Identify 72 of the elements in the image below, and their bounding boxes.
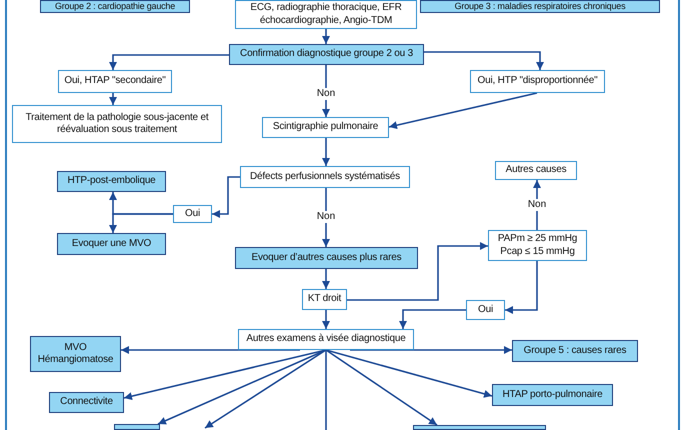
- connector-line: [325, 350, 327, 430]
- box-label: Evoquer d’autres causes plus rares: [252, 252, 402, 264]
- process-box: [229, 44, 424, 65]
- process-box: [235, 0, 417, 29]
- arrow: [533, 180, 541, 230]
- arrow: [322, 29, 330, 44]
- box-label: ECG, radiographie thoracique, EFR échocardiographie, Angio-TDM: [249, 2, 403, 27]
- arrow: [204, 349, 326, 429]
- arrow: [121, 346, 300, 354]
- edge-label: Non: [314, 88, 338, 100]
- process-box: [420, 0, 660, 13]
- box-label: HTAP porto-pulmonaire: [502, 388, 602, 402]
- arrow: [109, 213, 173, 233]
- process-box: [495, 161, 577, 180]
- process-box: [238, 329, 414, 350]
- process-box: [470, 70, 605, 93]
- box-label: Oui: [185, 208, 200, 220]
- box-label: Traitement de la pathologie sous-jacente et réévaluation sous traitement: [24, 112, 210, 136]
- process-box: [240, 166, 410, 188]
- arrow: [424, 51, 544, 70]
- box-label: Evoquer une MVO: [72, 238, 152, 250]
- arrow: [109, 93, 117, 105]
- box-shape: [114, 424, 160, 430]
- box-label: MVO Hémangiomatose: [36, 342, 114, 366]
- box-shape: [413, 425, 546, 430]
- box-label: PAPm ≥ 25 mmHg Pcap ≤ 15 mmHg: [496, 233, 578, 258]
- arrow: [322, 65, 330, 117]
- box-label: KT droit: [308, 293, 342, 306]
- box-label: Connectivite: [60, 396, 113, 409]
- arrow: [322, 310, 330, 329]
- box-label: Défects perfusionnels systématisés: [250, 170, 400, 184]
- box-label: Oui, HTAP "secondaire": [64, 75, 166, 88]
- process-box: [512, 340, 638, 362]
- arrow: [326, 349, 438, 426]
- arrow: [350, 346, 512, 354]
- process-box: [49, 392, 124, 413]
- arrow: [322, 269, 330, 289]
- process-box: [492, 384, 613, 406]
- process-box: [57, 233, 166, 255]
- arrow: [399, 309, 466, 329]
- arrow: [326, 349, 492, 398]
- edge-label: Non: [526, 199, 548, 211]
- arrow: [109, 54, 229, 70]
- process-box: [302, 289, 347, 310]
- process-box: [40, 0, 190, 13]
- box-label: Groupe 5 : causes rares: [524, 344, 626, 358]
- box-label: Confirmation diagnostique groupe 2 ou 3: [240, 48, 413, 61]
- process-box: [58, 70, 172, 93]
- box-label: Autres causes: [506, 164, 566, 177]
- box-label: Autres examens à visée diagnostique: [246, 333, 406, 346]
- process-box: [235, 247, 418, 269]
- box-label: Scintigraphie pulmonaire: [272, 121, 378, 134]
- box-label: Groupe 3 : maladies respiratoires chroniques: [454, 0, 626, 12]
- box-label: HTP-post-embolique: [67, 175, 156, 188]
- process-box: [262, 117, 389, 138]
- box-label: Oui, HTP "disproportionnée": [478, 75, 598, 88]
- process-box: [466, 300, 505, 320]
- process-box: [488, 230, 587, 261]
- arrow: [505, 261, 538, 314]
- arrow: [158, 349, 326, 425]
- arrow: [322, 138, 330, 166]
- arrow: [347, 242, 488, 301]
- arrow: [212, 176, 240, 218]
- edge-label: Non: [314, 211, 338, 223]
- process-box: [12, 105, 222, 143]
- arrow: [388, 92, 538, 130]
- process-box: [30, 336, 121, 372]
- box-label: Oui: [478, 304, 493, 316]
- arrow: [322, 188, 330, 247]
- box-label: Groupe 2 : cardiopathie gauche: [54, 0, 176, 12]
- process-box: [173, 205, 212, 223]
- process-box: [57, 171, 166, 192]
